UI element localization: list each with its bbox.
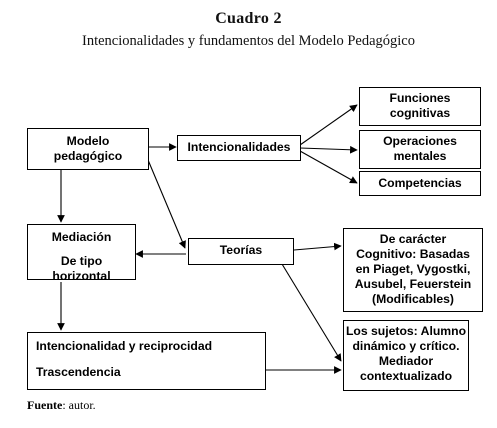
diagram-title: Cuadro 2 (215, 10, 282, 27)
funciones-cognitivas-box: Funciones cognitivas (359, 87, 481, 126)
arrow-modelo-to-teorias (142, 147, 186, 249)
arrow-intencionalidades-to-competencias (299, 150, 358, 184)
funciones-line-1: Funciones (389, 91, 451, 105)
teorias-label: Teorías (219, 243, 263, 257)
intencionalidad-line-2: Trascendencia (36, 365, 121, 379)
caracter-line-5: (Modificables) (372, 292, 454, 306)
sujetos-line-2: dinámico y crítico. (352, 339, 460, 353)
intencionalidad-line-1: Intencionalidad y reciprocidad (36, 339, 213, 353)
modelo-line-1: Modelo (66, 134, 110, 148)
caracter-line-1: De carácter (379, 232, 447, 246)
mediacion-line-2: De tipo (60, 254, 103, 268)
sujetos-box: Los sujetos: Alumno dinámico y crítico. … (343, 320, 469, 391)
intencionalidades-label: Intencionalidades (187, 140, 291, 154)
modelo-pedagogico-box: Modelo pedagógico (27, 128, 149, 170)
teorias-box: Teorías (188, 238, 294, 265)
arrow-teorias-to-caracter (293, 242, 342, 251)
caracter-line-2: Cognitivo: Basadas (356, 247, 470, 261)
operaciones-mentales-box: Operaciones mentales (359, 130, 481, 169)
sujetos-line-4: contextualizado (359, 369, 453, 383)
arrow-intencionalidades-to-operaciones (299, 145, 358, 154)
competencias-label: Competencias (378, 176, 462, 190)
arrow-teorias-to-sujetos (281, 263, 342, 362)
intencionalidades-box: Intencionalidades (177, 135, 301, 161)
mediacion-line-1: Mediación (51, 230, 112, 244)
caracter-line-4: Ausubel, Feuerstein (354, 277, 472, 291)
operaciones-line-1: Operaciones (383, 134, 457, 148)
sujetos-line-1: Los sujetos: Alumno (345, 324, 467, 338)
intencionalidad-reciprocidad-box: Intencionalidad y reciprocidad Trascende… (27, 332, 266, 390)
competencias-box: Competencias (359, 171, 481, 196)
operaciones-line-2: mentales (393, 149, 447, 163)
arrow-intencionalidades-to-funciones (299, 104, 358, 146)
diagram-subtitle: Intencionalidades y fundamentos del Mode… (81, 33, 415, 49)
source-text: : autor. (62, 398, 96, 412)
source-note: Fuente: autor. (27, 398, 96, 413)
mediacion-line-3: horizontal (52, 269, 111, 280)
sujetos-line-3: Mediador (378, 354, 434, 368)
mediacion-box: Mediación De tipo horizontal (27, 224, 136, 280)
source-label: Fuente (27, 398, 63, 412)
caracter-line-3: en Piaget, Vygostki, (355, 262, 471, 276)
modelo-line-2: pedagógico (53, 149, 123, 163)
funciones-line-2: cognitivas (389, 106, 451, 120)
caracter-cognitivo-box: De carácter Cognitivo: Basadas en Piaget… (343, 228, 483, 312)
